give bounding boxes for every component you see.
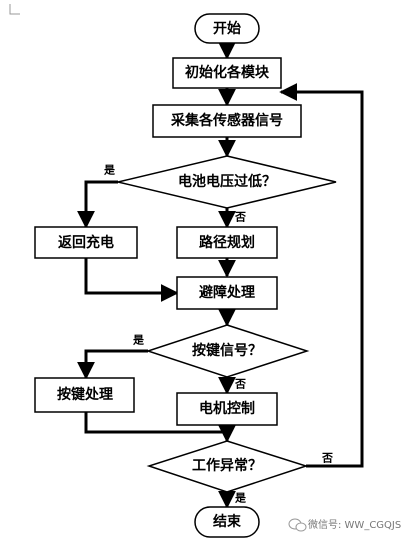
work-no-label: 否 bbox=[321, 452, 333, 465]
wechat-icon bbox=[288, 518, 307, 532]
end-terminal bbox=[194, 506, 260, 538]
edge-battery-return bbox=[77, 180, 118, 229]
init-label: 初始化各模块 bbox=[185, 64, 270, 81]
path-plan-box bbox=[176, 226, 278, 259]
connectors bbox=[77, 41, 364, 509]
work-yes-label: 是 bbox=[234, 492, 247, 505]
end-label: 结束 bbox=[213, 513, 242, 530]
work-check-label: 工作异常？ bbox=[192, 457, 262, 474]
obstacle-label: 避障处理 bbox=[199, 284, 255, 301]
motor-label: 电机控制 bbox=[199, 400, 255, 417]
collect-label: 采集各传感器信号 bbox=[170, 112, 283, 129]
start-terminal bbox=[194, 13, 260, 44]
return-charge-box bbox=[34, 226, 138, 259]
key-yes-label: 是 bbox=[132, 334, 145, 347]
return-charge-label: 返回充电 bbox=[58, 234, 114, 251]
battery-check-label: 电池电压过低？ bbox=[178, 173, 276, 190]
obstacle-box bbox=[176, 276, 278, 310]
edge-return-obstacle bbox=[84, 258, 179, 302]
edge-handle-work bbox=[84, 412, 227, 434]
path-plan-label: 路径规划 bbox=[199, 234, 255, 251]
key-handle-box bbox=[34, 377, 135, 413]
key-check-label: 按键信号？ bbox=[192, 342, 262, 359]
key-handle-label: 按键处理 bbox=[57, 386, 113, 403]
work-check-diamond bbox=[146, 440, 309, 493]
corner-mark bbox=[9, 4, 20, 15]
battery-check-diamond bbox=[117, 155, 337, 209]
battery-no-label: 否 bbox=[234, 211, 246, 224]
watermark: 微信号: WW_CGQJS bbox=[288, 518, 401, 532]
key-check-diamond bbox=[145, 324, 310, 378]
edge-key-handle bbox=[77, 349, 148, 380]
key-no-label: 否 bbox=[234, 378, 246, 391]
start-label: 开始 bbox=[213, 20, 241, 37]
watermark-text: 微信号: WW_CGQJS bbox=[308, 518, 401, 531]
init-box bbox=[172, 57, 282, 89]
edge-work-loop bbox=[279, 83, 364, 468]
collect-box bbox=[152, 104, 302, 138]
battery-yes-label: 是 bbox=[103, 164, 116, 177]
motor-box bbox=[176, 392, 278, 426]
